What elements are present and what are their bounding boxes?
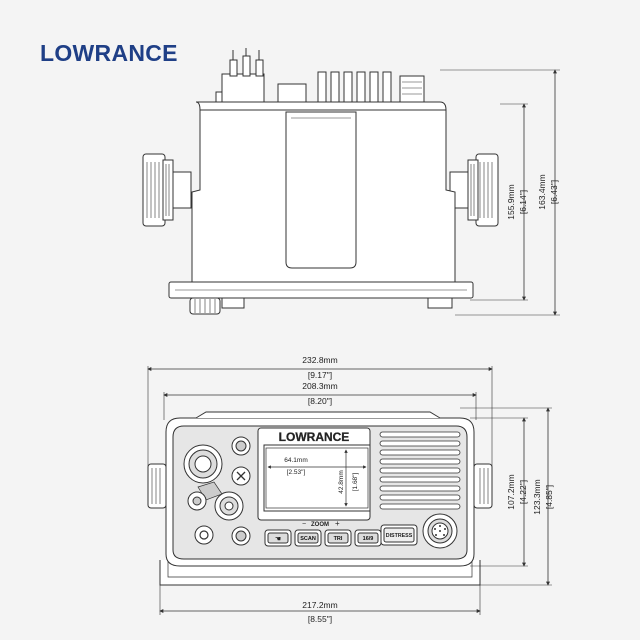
top-height-total-in: [6.43"] <box>549 180 559 204</box>
front-knob <box>189 297 453 315</box>
hand-icon: ☚ <box>275 536 281 543</box>
top-height-body-in: [6.14"] <box>518 190 528 214</box>
screen-width-mm: 64.1mm <box>284 457 307 464</box>
screen-height-mm: 42.8mm <box>338 470 345 493</box>
zoom-label: ZOOM <box>311 522 329 528</box>
speaker-grille <box>379 431 461 510</box>
scan-button[interactable] <box>294 529 322 547</box>
top-height-total-mm: 163.4mm <box>537 174 547 209</box>
zoom-plus-icon[interactable]: + <box>335 519 340 528</box>
left-mount-knob <box>142 153 192 227</box>
brand-logo: LOWRANCE <box>40 40 178 66</box>
top-view <box>142 48 560 316</box>
front-width-total-in: [9.17"] <box>308 370 332 380</box>
tri-button-label: TRI <box>334 536 343 542</box>
front-width-bracket-mm: 217.2mm <box>302 600 337 610</box>
right-mount-knob <box>449 153 499 227</box>
distress-button[interactable] <box>380 524 418 546</box>
16-9-button-label: 16/9 <box>363 536 374 542</box>
rotary-knob-channel[interactable] <box>214 491 244 521</box>
side-button-bottom[interactable] <box>231 526 251 546</box>
power-button[interactable] <box>194 525 214 545</box>
top-connectors <box>215 48 425 103</box>
front-height-total-mm: 123.3mm <box>532 479 542 514</box>
front-height-body-in: [4.22"] <box>518 480 528 504</box>
front-width-body-mm: 208.3mm <box>302 381 337 391</box>
front-width-bracket-in: [8.55"] <box>308 614 332 624</box>
tri-button[interactable] <box>324 529 352 547</box>
screen-height-in: [1.68"] <box>352 473 359 492</box>
side-button-top[interactable] <box>231 436 251 456</box>
side-button-left[interactable] <box>187 491 207 511</box>
top-height-body-mm: 155.9mm <box>506 184 516 219</box>
front-height-body-mm: 107.2mm <box>506 474 516 509</box>
front-width-body-in: [8.20"] <box>308 396 332 406</box>
front-height-total-in: [4.85"] <box>544 485 554 509</box>
side-button-x[interactable] <box>231 466 251 486</box>
mic-connector[interactable] <box>422 513 458 549</box>
distress-label: DISTRESS <box>386 533 413 539</box>
screen-width-in: [2.53"] <box>287 469 306 476</box>
display-logo: LOWRANCE <box>279 430 350 444</box>
heat-fins <box>317 71 392 103</box>
front-width-total-mm: 232.8mm <box>302 355 337 365</box>
zoom-minus-icon[interactable]: − <box>302 521 306 528</box>
scan-button-label: SCAN <box>300 536 316 542</box>
rotary-knob-volume[interactable] <box>183 444 223 484</box>
hand-button[interactable] <box>264 529 292 547</box>
front-panel <box>183 427 461 549</box>
